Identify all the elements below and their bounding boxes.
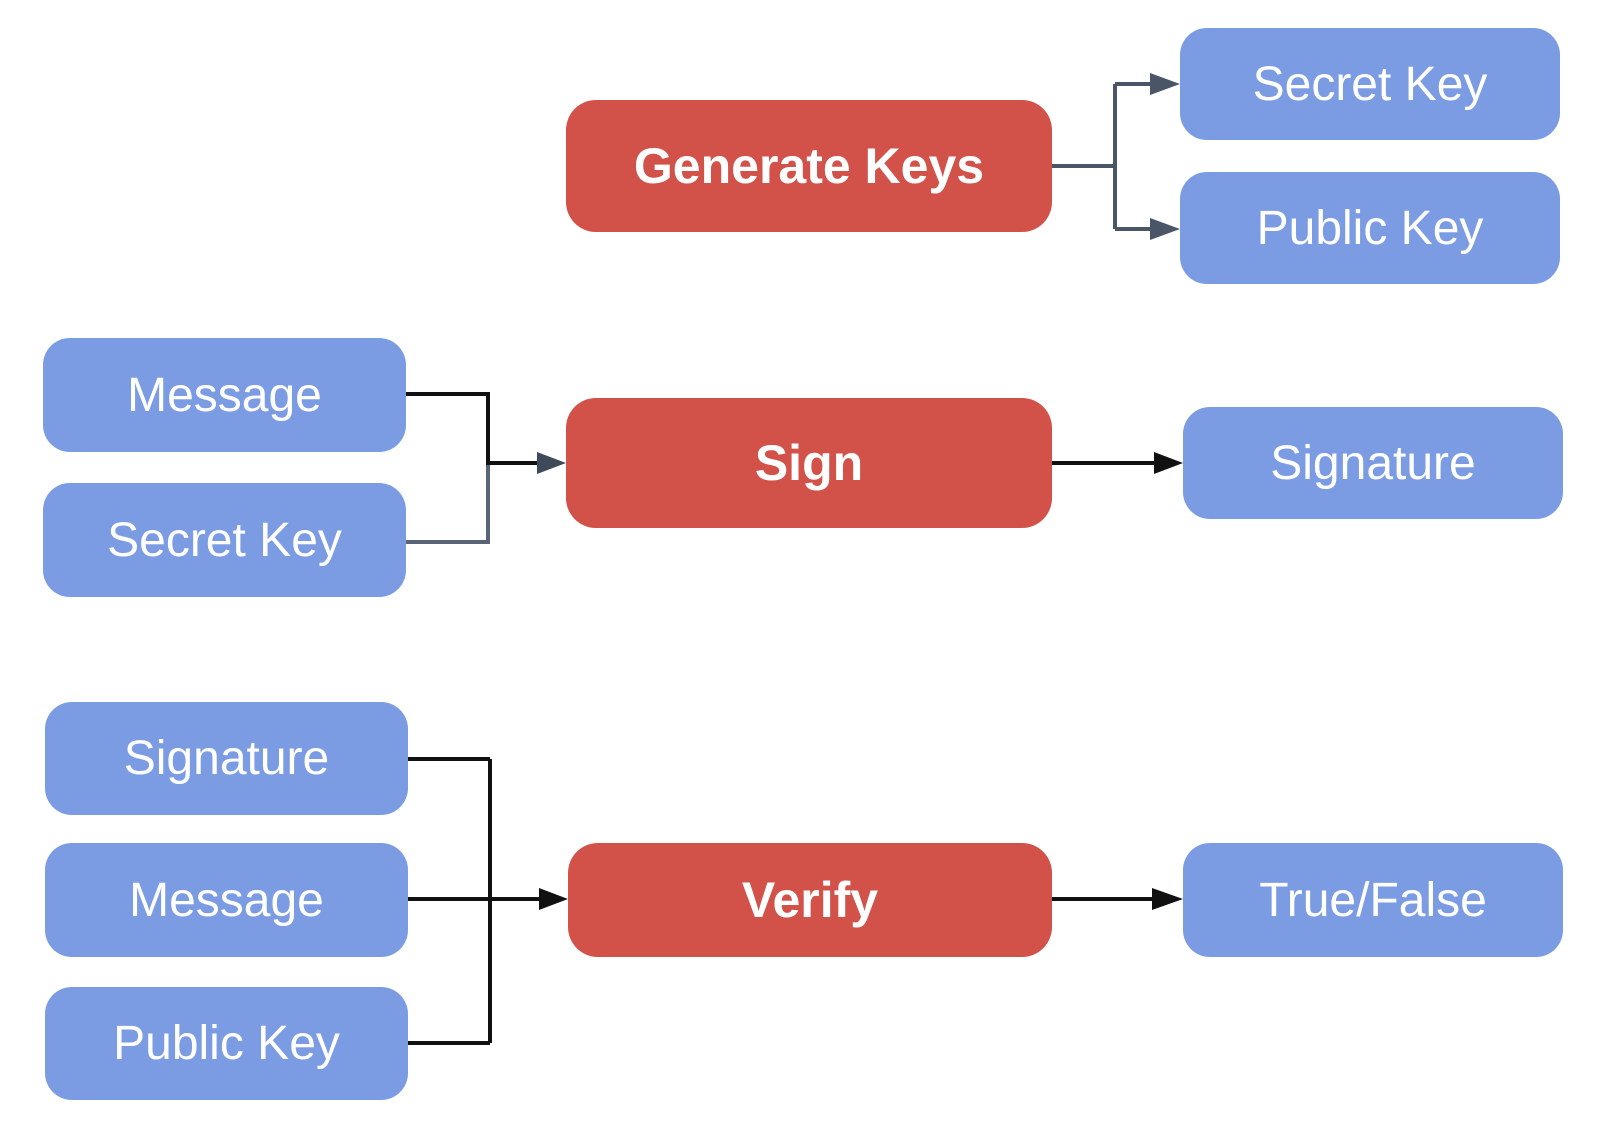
- secret-key-sign-input-label: Secret Key: [107, 513, 342, 567]
- message-verify-input-label: Message: [129, 873, 324, 927]
- verify-label: Verify: [741, 872, 879, 928]
- arrowhead-icon: [539, 888, 568, 910]
- message-verify-input-node: Message: [45, 843, 408, 957]
- sign-output-connector: [1052, 452, 1183, 474]
- public-key-output-node: Public Key: [1180, 172, 1560, 284]
- secret-key-sign-input-node: Secret Key: [43, 483, 406, 597]
- arrowhead-icon: [1150, 218, 1180, 240]
- sign-inputs-connector: [406, 392, 566, 544]
- arrowhead-icon: [1154, 452, 1183, 474]
- secret-key-output-node: Secret Key: [1180, 28, 1560, 140]
- message-sign-input-label: Message: [127, 368, 322, 422]
- verify-node: Verify: [568, 843, 1052, 957]
- arrowhead-icon: [537, 452, 566, 474]
- message-sign-input-node: Message: [43, 338, 406, 452]
- public-key-verify-input-node: Public Key: [45, 987, 408, 1100]
- signature-verify-input-label: Signature: [123, 732, 330, 785]
- secret-key-output-label: Secret Key: [1252, 57, 1488, 111]
- true-false-output-label: True/False: [1259, 873, 1487, 927]
- generate-keys-label: Generate Keys: [633, 138, 985, 194]
- arrowhead-icon: [1152, 888, 1183, 910]
- signature-verify-input-node: Signature: [45, 702, 408, 815]
- arrowhead-icon: [1150, 73, 1180, 95]
- sign-node: Sign: [566, 398, 1052, 528]
- signature-output-node: Signature: [1183, 407, 1563, 519]
- public-key-verify-input-label: Public Key: [113, 1017, 340, 1070]
- verify-inputs-connector: [408, 757, 568, 1045]
- generate-keys-fork-connector: [1052, 73, 1180, 240]
- sign-label: Sign: [754, 435, 864, 491]
- signature-output-label: Signature: [1270, 436, 1476, 490]
- public-key-output-label: Public Key: [1256, 201, 1484, 255]
- true-false-output-node: True/False: [1183, 843, 1563, 957]
- generate-keys-node: Generate Keys: [566, 100, 1052, 232]
- verify-output-connector: [1052, 888, 1183, 910]
